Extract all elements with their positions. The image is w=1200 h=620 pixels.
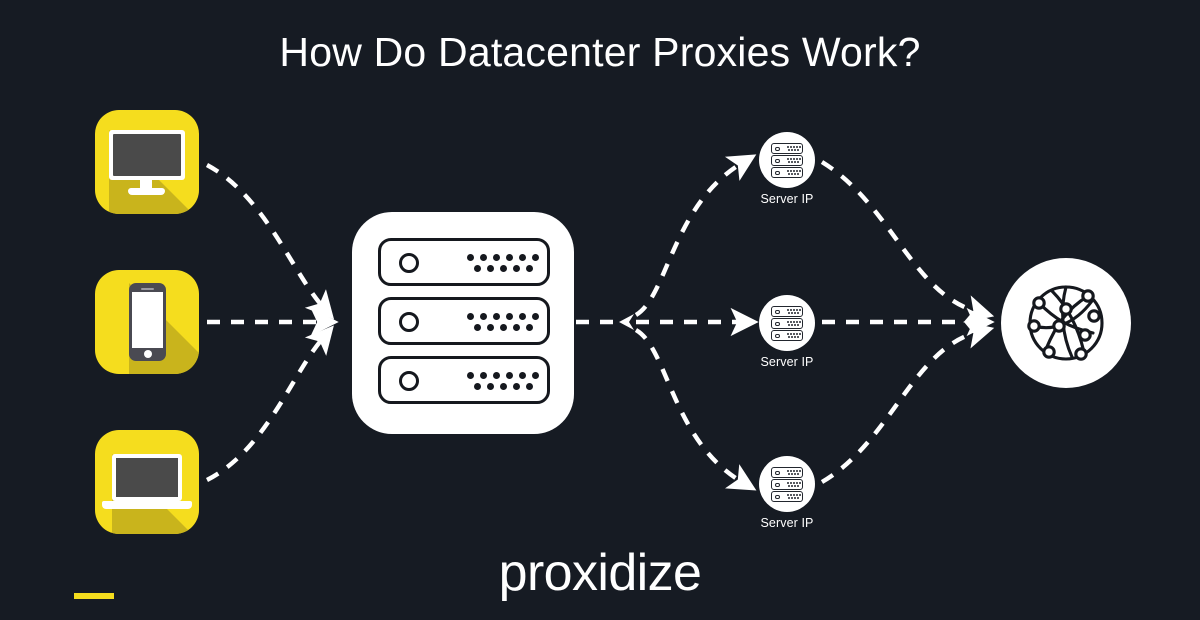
mini-rack-dots xyxy=(787,470,801,476)
monitor-foot xyxy=(128,188,165,195)
mini-rack-ring-icon xyxy=(775,309,780,315)
mini-rack-ring-icon xyxy=(775,170,780,176)
laptop-lid xyxy=(112,454,182,501)
server-ip-circle xyxy=(759,132,815,188)
mini-rack-unit xyxy=(771,143,803,154)
phone-speaker xyxy=(141,288,154,290)
mini-rack-ring-icon xyxy=(775,321,780,327)
mini-rack-unit xyxy=(771,491,803,502)
rack-power-ring-icon xyxy=(399,371,419,391)
mini-rack-dots xyxy=(787,494,801,500)
mini-rack-ring-icon xyxy=(775,494,780,500)
mini-rack-dots xyxy=(787,321,801,327)
laptop-base xyxy=(102,501,192,509)
monitor-body xyxy=(109,130,185,180)
brand-logo: proxidize xyxy=(0,545,1200,601)
device-laptop-tile xyxy=(95,430,199,534)
server-ip-label: Server IP xyxy=(760,355,814,369)
mini-rack-unit xyxy=(771,330,803,341)
page-title: How Do Datacenter Proxies Work? xyxy=(279,29,921,75)
server-ip-label: Server IP xyxy=(760,192,814,206)
monitor-neck xyxy=(140,179,152,190)
mini-rack-dots xyxy=(787,309,801,315)
mini-rack-dots xyxy=(787,170,801,176)
mini-rack-ring-icon xyxy=(775,158,780,164)
mini-rack-unit xyxy=(771,467,803,478)
branch-point-arrowhead xyxy=(619,314,634,330)
mini-rack-unit xyxy=(771,306,803,317)
server-ip-node: Server IP xyxy=(759,132,815,206)
phone-home-button xyxy=(144,350,152,358)
brand-logo-wordmark: proxidize xyxy=(498,544,702,602)
rack-indicator-dots xyxy=(467,372,541,394)
device-desktop-tile xyxy=(95,110,199,214)
server-rack-unit xyxy=(378,238,550,286)
wire-server-top-to-globe xyxy=(820,160,995,323)
phone-body xyxy=(129,283,166,361)
wire-desktop-to-proxy xyxy=(205,163,335,320)
server-ip-node: Server IP xyxy=(759,456,815,530)
mini-rack-dots xyxy=(787,158,801,164)
wire-branch-to-server-bottom xyxy=(634,328,757,491)
wire-laptop-to-proxy xyxy=(206,325,334,482)
mini-rack-ring-icon xyxy=(775,482,780,488)
mini-rack-ring-icon xyxy=(775,146,780,152)
global-network-icon xyxy=(1001,258,1131,388)
device-phone-tile xyxy=(95,270,199,374)
wire-branch-to-server-top xyxy=(634,154,757,317)
server-ip-circle xyxy=(759,295,815,351)
laptop-screen xyxy=(116,458,178,497)
rack-indicator-dots xyxy=(467,313,541,335)
mini-rack-dots xyxy=(787,146,801,152)
datacenter-proxy-server-icon xyxy=(352,212,574,434)
server-ip-circle xyxy=(759,456,815,512)
server-rack-unit xyxy=(378,297,550,345)
mini-rack-dots xyxy=(787,482,801,488)
rack-power-ring-icon xyxy=(399,253,419,273)
mini-rack-unit xyxy=(771,318,803,329)
monitor-screen xyxy=(113,134,181,176)
mini-rack-ring-icon xyxy=(775,470,780,476)
mini-rack-dots xyxy=(787,333,801,339)
mini-rack-unit xyxy=(771,155,803,166)
rack-power-ring-icon xyxy=(399,312,419,332)
mini-rack-unit xyxy=(771,479,803,490)
brand-logo-underline xyxy=(74,593,114,599)
rack-indicator-dots xyxy=(467,254,541,276)
server-rack-unit xyxy=(378,356,550,404)
server-ip-node: Server IP xyxy=(759,295,815,369)
phone-screen xyxy=(132,292,163,348)
mini-rack-ring-icon xyxy=(775,333,780,339)
mini-rack-unit xyxy=(771,167,803,178)
server-ip-label: Server IP xyxy=(760,516,814,530)
